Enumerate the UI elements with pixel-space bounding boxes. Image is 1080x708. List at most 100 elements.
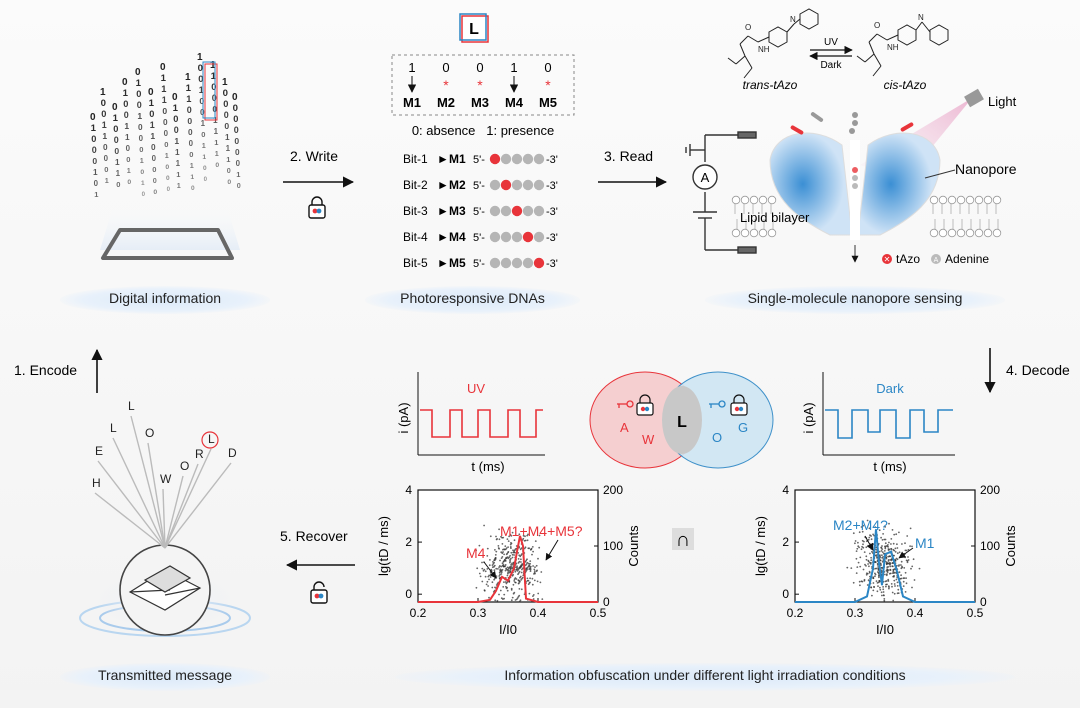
scatter-point <box>896 592 899 595</box>
nanopore-label: Nanopore <box>955 161 1017 177</box>
scatter-point <box>506 538 509 540</box>
scatter-point <box>498 528 500 531</box>
scatter-point <box>494 599 497 602</box>
histogram-line <box>795 529 975 603</box>
scatter-point <box>862 568 865 571</box>
trans-tazo-label: trans-tAzo <box>743 78 798 92</box>
binary-digit: 0 <box>152 154 157 163</box>
bit-row-monomer: M4 <box>449 230 466 244</box>
adenine-base <box>533 231 545 243</box>
scatter-point <box>868 561 871 564</box>
binary-digit: 0 <box>101 98 106 109</box>
binary-digit: 0 <box>212 93 217 103</box>
venn-diagram: L A W O G <box>589 371 774 469</box>
scatter-point <box>870 538 873 541</box>
ammeter-label: A <box>701 170 710 185</box>
scatter-point <box>531 553 533 556</box>
scatter-point <box>888 587 890 590</box>
scatter-point <box>528 565 531 568</box>
adenine-base <box>489 231 501 243</box>
scatter-point <box>912 558 915 561</box>
scatter-point <box>904 549 907 552</box>
adenine-base <box>489 257 501 269</box>
y2-tick-label: 100 <box>603 539 623 553</box>
tazo-base <box>511 205 523 217</box>
strand-3prime: -3' <box>546 180 558 192</box>
bit-row-monomer: M1 <box>449 152 466 166</box>
scatter-point <box>501 562 504 565</box>
adenine-base <box>522 153 534 165</box>
scatter-point <box>871 594 873 597</box>
bit-row-arrow: ► <box>437 230 449 244</box>
nanopore-panel: O N NH O N NH UV Dark trans-tAzo cis-tAz… <box>685 8 1017 266</box>
intersect-symbol: ∩ <box>676 529 690 551</box>
scatter-point <box>495 550 498 553</box>
panel-label-digital: Digital information <box>60 286 270 314</box>
scatter-point <box>863 551 866 553</box>
binary-digit: 0 <box>172 92 178 103</box>
binary-digit: 1 <box>175 148 180 157</box>
free-molecules <box>790 112 914 135</box>
light-source-icon <box>964 88 984 108</box>
scatter-point <box>499 589 502 592</box>
binary-digit: 0 <box>122 77 128 88</box>
scatter-point <box>880 591 883 594</box>
step-decode-label: 4. Decode <box>1006 362 1070 378</box>
scatter-point <box>518 554 521 557</box>
chart-annotation: M1+M4+M5? <box>500 523 583 539</box>
chart-ylabel: lg(tD / ms) <box>753 516 768 576</box>
scatter-point <box>868 570 871 573</box>
binary-digit: 0 <box>94 179 99 188</box>
binary-digit: 0 <box>233 114 238 124</box>
strand-3prime: -3' <box>546 258 558 270</box>
arrow-read: 3. Read <box>598 148 668 188</box>
y2-tick-label: 200 <box>980 483 1000 497</box>
binary-digit: 1 <box>190 174 194 181</box>
bit-value: 0 <box>442 60 449 75</box>
binary-digit: 0 <box>237 181 241 190</box>
message-letter: W <box>160 472 172 486</box>
scatter-point <box>495 535 497 538</box>
message-ray <box>164 475 184 549</box>
scatter-point <box>536 580 539 583</box>
scatter-point <box>500 551 503 554</box>
scatter-point <box>866 572 869 575</box>
adenine-base <box>511 231 523 243</box>
binary-digit: 0 <box>152 165 156 174</box>
binary-digit: 1 <box>141 180 145 187</box>
binary-digit: 0 <box>167 186 171 193</box>
scatter-point <box>537 557 539 560</box>
adenine-base <box>500 257 512 269</box>
binary-digit: 0 <box>164 140 168 149</box>
scatter-point <box>484 570 487 573</box>
binary-digit: 1 <box>186 94 191 104</box>
chart-y2label: Counts <box>626 525 641 567</box>
scatter-point <box>501 543 504 545</box>
scatter-point <box>502 563 505 566</box>
scatter-point <box>502 598 504 600</box>
scatter-point <box>859 556 862 559</box>
scatter-point <box>510 535 513 537</box>
scatter-point <box>521 553 523 555</box>
scatter-point <box>884 545 886 548</box>
scatter-point <box>882 586 884 588</box>
scatter-point <box>502 551 504 553</box>
scatter-point <box>508 581 511 583</box>
scatter-point <box>880 536 882 539</box>
scatter-point <box>511 574 514 577</box>
scatter-point <box>526 561 529 564</box>
panel-label-nanopore: Single-molecule nanopore sensing <box>705 286 1005 314</box>
bit-value: 0 <box>544 60 551 75</box>
scatter-point <box>497 547 500 549</box>
binary-digit: 0 <box>198 74 203 84</box>
scatter-point <box>894 551 897 553</box>
x-tick-label: 0.3 <box>470 606 487 620</box>
scatter-point <box>901 543 903 545</box>
scatter-point <box>508 535 510 538</box>
y2-tick-label: 0 <box>980 595 987 609</box>
scatter-point <box>911 586 913 589</box>
scatter-point <box>520 571 523 574</box>
trace-uv: UV i (pA) t (ms) <box>396 372 545 474</box>
scatter-point <box>504 545 507 547</box>
y-tick-label: 4 <box>782 483 789 497</box>
